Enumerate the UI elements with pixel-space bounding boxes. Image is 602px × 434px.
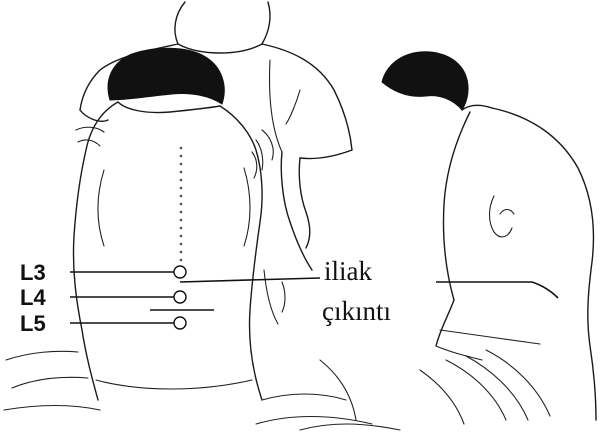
spine-dot — [180, 163, 183, 166]
pointer-line-iliac-connector — [180, 278, 320, 282]
pointer-lines — [70, 272, 558, 323]
spine-dot — [180, 243, 183, 246]
level-labels: L3 L4 L5 — [20, 260, 46, 336]
spine-dot — [180, 227, 183, 230]
spine-dot — [180, 195, 183, 198]
spine-dot — [180, 171, 183, 174]
spine-line — [180, 147, 183, 262]
vertebra-marker-l3 — [174, 266, 186, 278]
pointer-line-iliac-right-tail — [532, 282, 558, 298]
patient-side-figure — [382, 52, 596, 424]
spine-dot — [180, 235, 183, 238]
level-label-l4: L4 — [20, 285, 46, 310]
level-label-l3: L3 — [20, 260, 46, 285]
assistant-figure — [76, 2, 352, 324]
level-label-l5: L5 — [20, 311, 46, 336]
spine-dot — [180, 259, 183, 262]
side-patient-hair — [382, 52, 468, 110]
vertebra-marker-l5 — [174, 317, 186, 329]
iliac-label-line1: iliak — [324, 256, 372, 286]
spine-dot — [180, 211, 183, 214]
spine-dot — [180, 219, 183, 222]
spine-dot — [180, 179, 183, 182]
vertebra-markers — [174, 266, 186, 329]
iliac-label-line2: çıkıntı — [322, 296, 391, 326]
spine-dot — [180, 147, 183, 150]
iliac-labels: iliak çıkıntı — [322, 256, 391, 326]
spine-dot — [180, 251, 183, 254]
spine-dot — [180, 155, 183, 158]
spine-dot — [180, 203, 183, 206]
spine-dot — [180, 187, 183, 190]
vertebra-marker-l4 — [174, 291, 186, 303]
